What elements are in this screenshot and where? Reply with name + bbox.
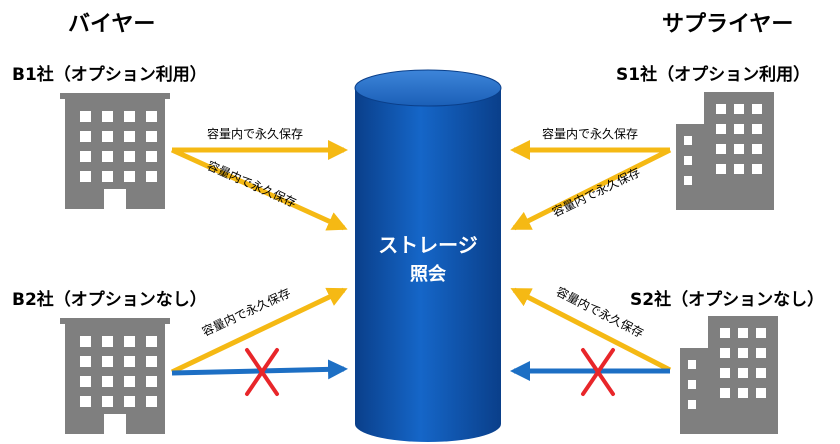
arrow-b2-to-storage-diagonal xyxy=(170,287,348,375)
arrow-b2-to-storage-blocked xyxy=(171,359,348,380)
building-b1-icon xyxy=(60,93,170,209)
cross-b2-icon xyxy=(245,348,279,396)
arrow-label-b2-diagonal: 容量内で永久保存 xyxy=(199,285,292,339)
arrow-s1-to-storage-diagonal xyxy=(510,147,672,231)
company-b2-label: B2社（オプションなし） xyxy=(12,290,207,310)
storage-cylinder: ストレージ 照会 xyxy=(354,69,502,442)
storage-label-line1: ストレージ xyxy=(378,233,478,257)
arrow-label-s1-diagonal: 容量内で永久保存 xyxy=(550,164,643,220)
cross-s2-icon xyxy=(581,348,615,396)
arrow-label-s1-horizontal: 容量内で永久保存 xyxy=(542,126,638,141)
arrow-s2-to-storage-diagonal xyxy=(510,287,672,373)
buyer-header: バイヤー xyxy=(68,12,156,37)
storage-label-line2: 照会 xyxy=(410,263,446,285)
supplier-header: サプライヤー xyxy=(662,12,794,37)
company-s2-label: S2社（オプションなし） xyxy=(630,290,825,310)
building-b2-icon xyxy=(60,318,170,434)
arrow-label-b1-diagonal: 容量内で永久保存 xyxy=(205,158,299,211)
company-b1-label: B1社（オプション利用） xyxy=(12,65,207,85)
company-s1-label: S1社（オプション利用） xyxy=(616,65,811,85)
building-s2-icon xyxy=(680,316,778,434)
building-s1-icon xyxy=(676,92,774,210)
arrow-label-b1-horizontal: 容量内で永久保存 xyxy=(207,126,303,141)
arrow-b1-to-storage-diagonal xyxy=(170,147,348,231)
